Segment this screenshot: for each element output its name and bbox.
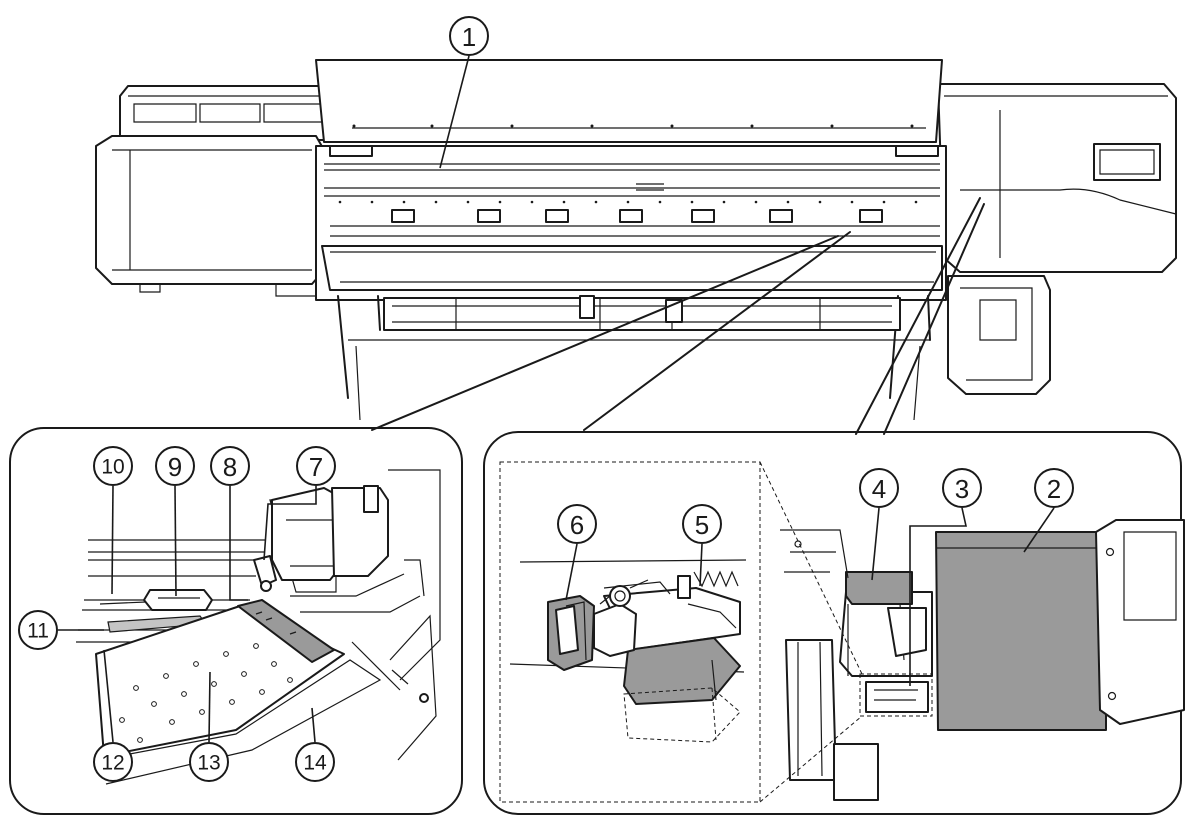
callout-11-label: 11	[27, 620, 49, 643]
callout-9-label: 9	[168, 452, 182, 482]
callout-14-label: 14	[303, 752, 327, 775]
left-inset-platen-detail	[9, 427, 463, 815]
callout-5: 5	[682, 504, 722, 544]
callout-8: 8	[210, 446, 250, 486]
callout-2-label: 2	[1047, 474, 1061, 504]
callout-4: 4	[859, 468, 899, 508]
callout-1: 1	[449, 16, 489, 56]
callout-12: 12	[93, 742, 133, 782]
callout-3-label: 3	[955, 474, 969, 504]
callout-14: 14	[295, 742, 335, 782]
callout-9: 9	[155, 446, 195, 486]
callout-7-label: 7	[309, 452, 323, 482]
callout-11: 11	[18, 610, 58, 650]
callout-10: 10	[93, 446, 133, 486]
callout-3: 3	[942, 468, 982, 508]
printer-overview	[95, 59, 1177, 421]
callout-5-label: 5	[695, 510, 709, 540]
right-inset-head-cleaning-detail	[483, 431, 1185, 815]
callout-13-label: 13	[197, 752, 220, 775]
leader-lines	[58, 55, 1055, 743]
callout-1-label: 1	[462, 22, 476, 52]
callout-7: 7	[296, 446, 336, 486]
callout-13: 13	[189, 742, 229, 782]
callout-6: 6	[557, 504, 597, 544]
callout-2: 2	[1034, 468, 1074, 508]
callout-12-label: 12	[101, 752, 124, 775]
callout-8-label: 8	[223, 452, 237, 482]
callout-10-label: 10	[101, 456, 124, 479]
callout-4-label: 4	[872, 474, 886, 504]
callout-6-label: 6	[570, 510, 584, 540]
